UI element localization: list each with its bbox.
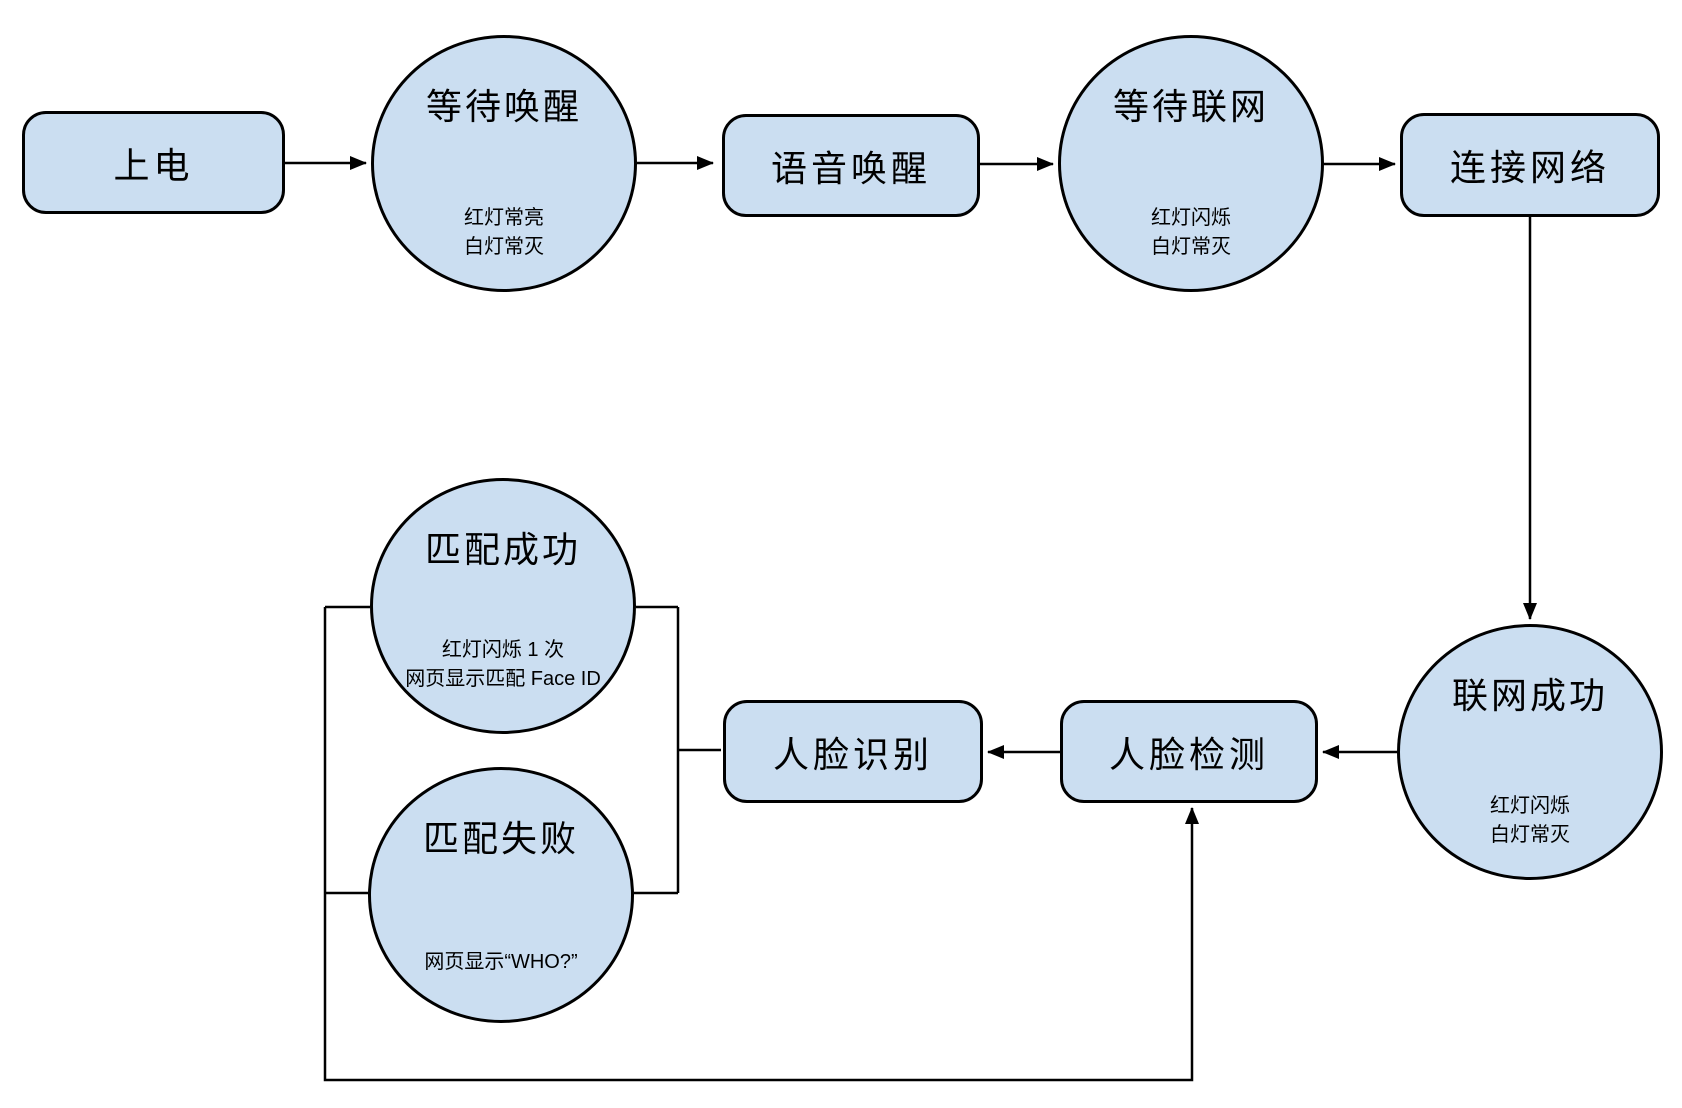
node-face-detect: 人脸检测: [1060, 700, 1318, 803]
node-connect-network-label: 连接网络: [1449, 147, 1610, 188]
node-connect-network: 连接网络: [1400, 113, 1660, 217]
node-network-success-label: 联网成功: [1451, 675, 1608, 716]
node-power-on: 上电: [22, 111, 285, 214]
node-wait-network: 等待联网 红灯闪烁 白灯常灭: [1058, 35, 1324, 292]
node-wait-network-subtext: 红灯闪烁 白灯常灭: [1151, 206, 1231, 258]
node-match-fail-label: 匹配失败: [422, 818, 579, 859]
node-voice-wake-label: 语音唤醒: [770, 147, 931, 189]
node-network-success-subtext: 红灯闪烁 白灯常灭: [1490, 795, 1570, 846]
node-wait-wake: 等待唤醒 红灯常亮 白灯常灭: [371, 35, 637, 292]
node-voice-wake: 语音唤醒: [722, 114, 980, 217]
node-wait-wake-subtext: 红灯常亮 白灯常灭: [464, 206, 544, 258]
node-match-success-subtext: 红灯闪烁 1 次 网页显示匹配 Face ID: [405, 639, 601, 690]
node-wait-wake-label: 等待唤醒: [425, 86, 582, 128]
node-wait-network-label: 等待联网: [1112, 86, 1269, 128]
node-match-success: 匹配成功 红灯闪烁 1 次 网页显示匹配 Face ID: [370, 478, 636, 734]
node-face-detect-label: 人脸检测: [1108, 733, 1269, 775]
node-match-success-label: 匹配成功: [424, 529, 581, 570]
node-network-success: 联网成功 红灯闪烁 白灯常灭: [1397, 624, 1663, 880]
node-match-fail: 匹配失败 网页显示“WHO?”: [368, 767, 634, 1023]
node-face-recognize: 人脸识别: [723, 700, 983, 803]
arrow-loop-to-face-detect: [323, 607, 1199, 1082]
node-match-fail-subtext: 网页显示“WHO?”: [424, 950, 578, 973]
node-face-recognize-label: 人脸识别: [772, 733, 933, 775]
node-power-on-label: 上电: [113, 144, 194, 186]
